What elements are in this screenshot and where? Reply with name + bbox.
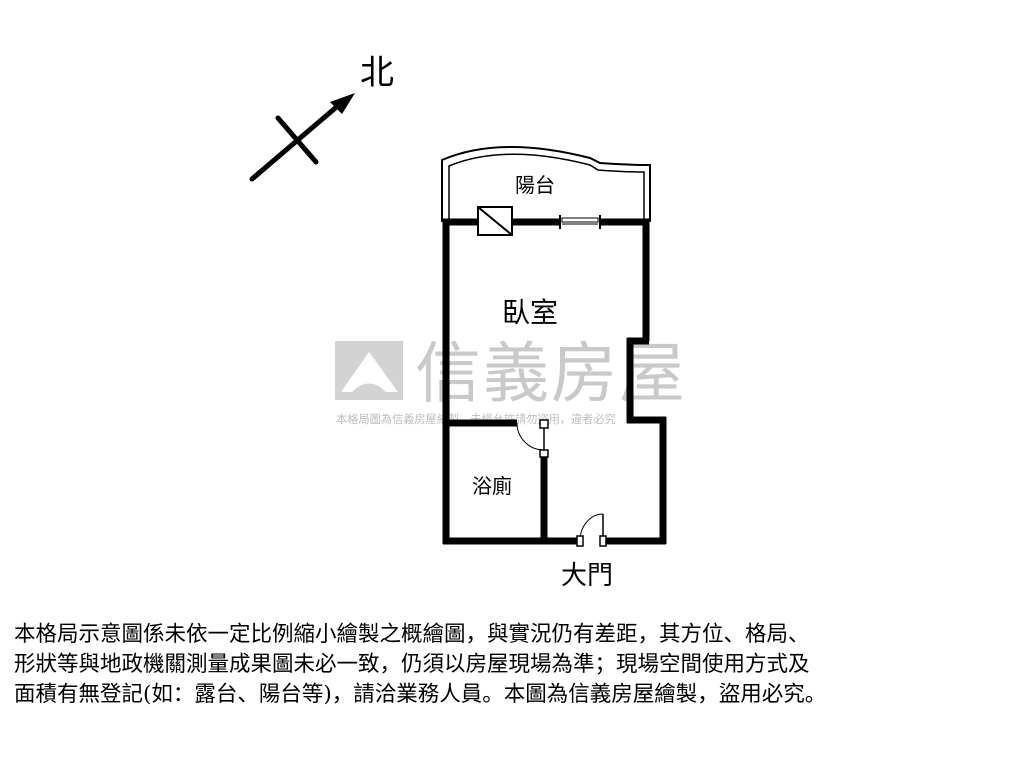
bedroom-label: 臥室 (502, 296, 558, 329)
north-label: 北 (360, 53, 394, 93)
disclaimer-line: 本格局示意圖係未依一定比例縮小繪製之概繪圖，與實況仍有差距，其方位、格局、 (14, 622, 810, 647)
compass: 北 (249, 53, 394, 182)
walls (442, 218, 667, 545)
bathroom-label: 浴廁 (472, 474, 512, 498)
entrance-door (576, 513, 607, 547)
balcony-window-unit (477, 206, 560, 236)
floor-plan: 北 陽台 信義房屋 本格局圖為信義房屋繪製，未經允許請勿盜用，違者必究 (249, 53, 687, 591)
watermark: 信義房屋 本格局圖為信義房屋繪製，未經允許請勿盜用，違者必究 (335, 335, 687, 426)
entrance-label: 大門 (561, 561, 613, 591)
watermark-brand: 信義房屋 (415, 335, 687, 412)
balcony: 陽台 (441, 145, 651, 222)
balcony-label: 陽台 (515, 173, 555, 197)
sliding-door (559, 215, 601, 229)
disclaimer-line: 面積有無登記(如：露台、陽台等)，請洽業務人員。本圖為信義房屋繪製，盜用必究。 (14, 682, 827, 707)
disclaimer-line: 形狀等與地政機關測量成果圖未必一致，仍須以房屋現場為準；現場空間使用方式及 (14, 652, 810, 677)
disclaimer: 本格局示意圖係未依一定比例縮小繪製之概繪圖，與實況仍有差距，其方位、格局、 形狀… (14, 620, 1014, 710)
bathroom-door (516, 419, 549, 458)
